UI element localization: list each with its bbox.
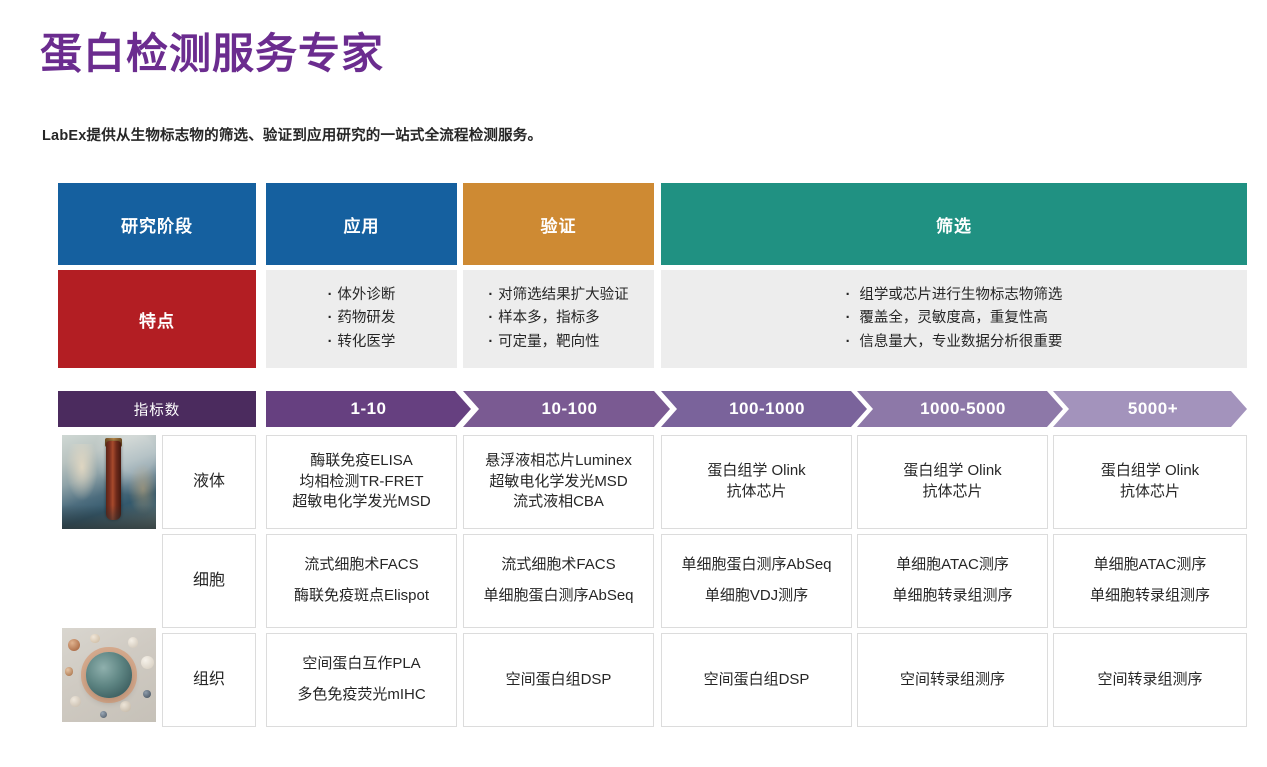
table-cell: 空间转录组测序 — [857, 633, 1048, 727]
sample-thumbnail-cell — [62, 628, 156, 722]
marker-row-label: 指标数 — [58, 391, 256, 427]
sample-label-liquid: 液体 — [162, 435, 256, 529]
feature-item: 体外诊断 — [328, 284, 395, 307]
table-cell: 空间蛋白互作PLA 多色免疫荧光mIHC — [266, 633, 457, 727]
feature-item: 组学或芯片进行生物标志物筛选 — [846, 284, 1062, 307]
marker-range-label: 1-10 — [350, 399, 387, 418]
feature-item: 对筛选结果扩大验证 — [488, 284, 629, 307]
sample-label-tissue: 组织 — [162, 633, 256, 727]
marker-range-3: 100-1000 — [661, 391, 867, 427]
table-cell: 蛋白组学 Olink 抗体芯片 — [857, 435, 1048, 529]
feature-item: 可定量，靶向性 — [488, 331, 628, 354]
table-cell: 流式细胞术FACS 单细胞蛋白测序AbSeq — [463, 534, 654, 628]
table-cell: 蛋白组学 Olink 抗体芯片 — [1053, 435, 1247, 529]
feature-item: 样本多，指标多 — [488, 307, 628, 330]
table-cell: 单细胞蛋白测序AbSeq 单细胞VDJ测序 — [661, 534, 852, 628]
page-subtitle: LabEx提供从生物标志物的筛选、验证到应用研究的一站式全流程检测服务。 — [42, 128, 543, 144]
table-cell: 蛋白组学 Olink 抗体芯片 — [661, 435, 852, 529]
marker-range-4: 1000-5000 — [857, 391, 1063, 427]
marker-range-1: 1-10 — [266, 391, 471, 427]
table-cell: 空间蛋白组DSP — [463, 633, 654, 727]
feature-item: 信息量大，专业数据分析很重要 — [846, 331, 1062, 354]
stage-header-application: 应用 — [266, 183, 457, 265]
sample-label-cell: 细胞 — [162, 534, 256, 628]
table-cell: 酶联免疫ELISA 均相检测TR-FRET 超敏电化学发光MSD — [266, 435, 457, 529]
marker-range-label: 5000+ — [1127, 399, 1179, 418]
marker-range-label: 100-1000 — [729, 399, 805, 418]
marker-range-label: 1000-5000 — [920, 399, 1006, 418]
marker-range-5: 5000+ — [1053, 391, 1247, 427]
feature-row-label: 特点 — [58, 270, 256, 368]
table-cell: 空间蛋白组DSP — [661, 633, 852, 727]
table-cell: 单细胞ATAC测序 单细胞转录组测序 — [857, 534, 1048, 628]
feature-item: 覆盖全，灵敏度高，重复性高 — [846, 307, 1063, 330]
feature-item: 转化医学 — [328, 331, 395, 354]
feature-group-application: 体外诊断 药物研发 转化医学 — [266, 270, 457, 368]
stage-header-validation: 验证 — [463, 183, 654, 265]
feature-group-validation: 对筛选结果扩大验证 样本多，指标多 可定量，靶向性 — [463, 270, 654, 368]
table-cell: 空间转录组测序 — [1053, 633, 1247, 727]
table-cell: 单细胞ATAC测序 单细胞转录组测序 — [1053, 534, 1247, 628]
stage-header-screening: 筛选 — [661, 183, 1247, 265]
feature-item: 药物研发 — [328, 307, 395, 330]
marker-range-label: 10-100 — [541, 399, 598, 418]
sample-thumbnail-liquid — [62, 435, 156, 529]
table-cell: 流式细胞术FACS 酶联免疫斑点Elispot — [266, 534, 457, 628]
stage-row-label: 研究阶段 — [58, 183, 256, 265]
table-cell: 悬浮液相芯片Luminex 超敏电化学发光MSD 流式液相CBA — [463, 435, 654, 529]
marker-range-2: 10-100 — [463, 391, 670, 427]
page-title: 蛋白检测服务专家 — [40, 30, 385, 77]
feature-group-screening: 组学或芯片进行生物标志物筛选 覆盖全，灵敏度高，重复性高 信息量大，专业数据分析… — [661, 270, 1247, 368]
